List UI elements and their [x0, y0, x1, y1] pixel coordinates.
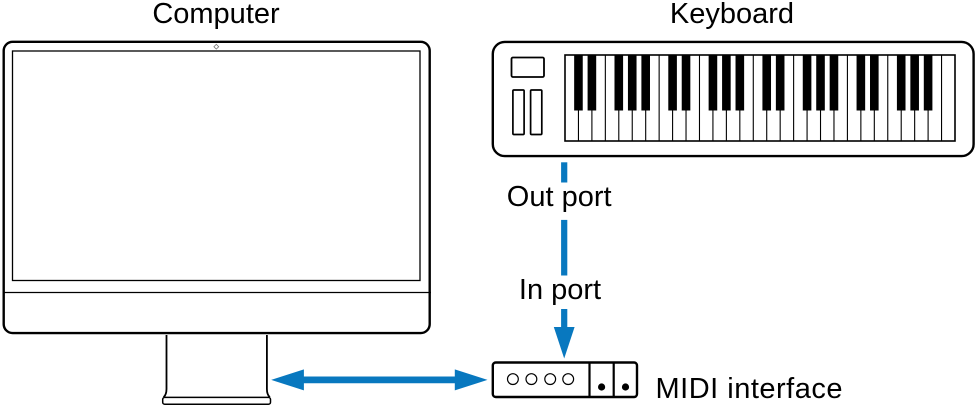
svg-text:Computer: Computer: [152, 0, 280, 30]
svg-text:MIDI interface: MIDI interface: [656, 373, 844, 405]
svg-text:Out port: Out port: [507, 181, 612, 213]
svg-text:Keyboard: Keyboard: [670, 0, 794, 30]
svg-text:In port: In port: [519, 274, 601, 306]
